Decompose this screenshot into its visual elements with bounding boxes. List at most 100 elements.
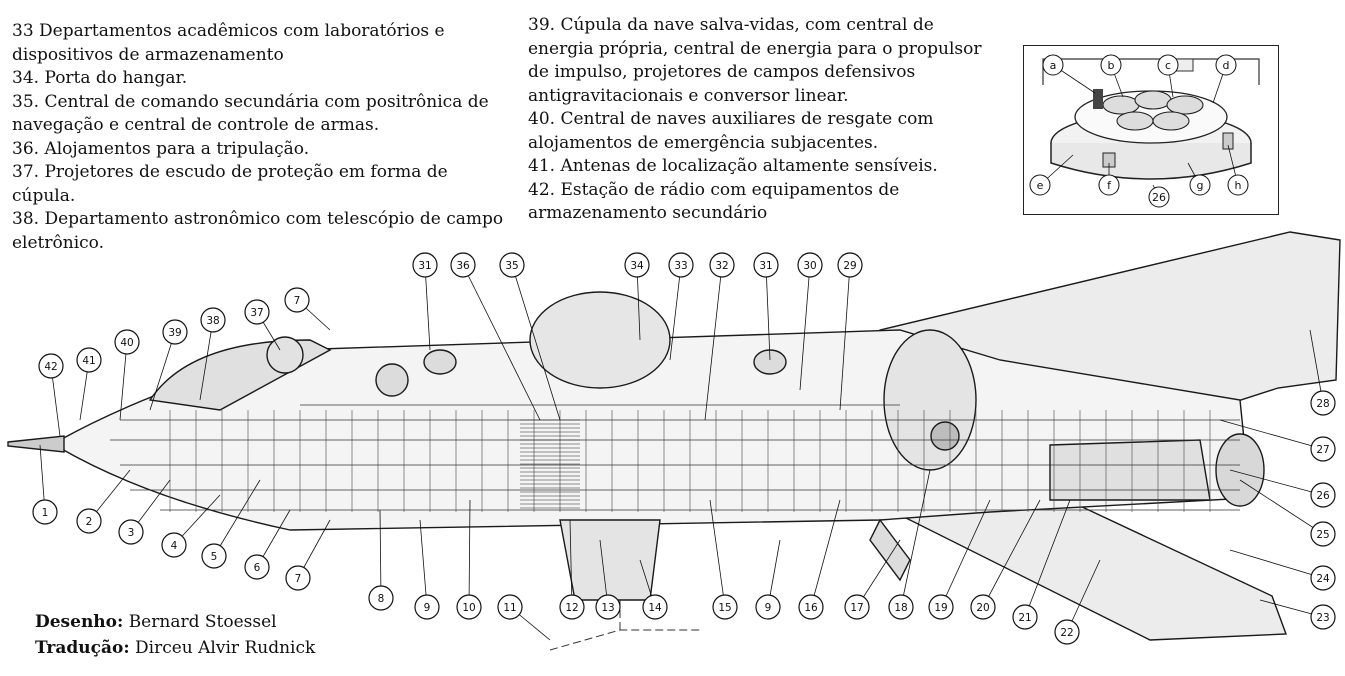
callout-27: 27 bbox=[1219, 419, 1336, 462]
callout-number: 42 bbox=[44, 361, 57, 373]
callout-1: 1 bbox=[32, 444, 58, 525]
callout-circle bbox=[32, 499, 58, 525]
callout-circle bbox=[118, 519, 144, 545]
callout-circle bbox=[797, 252, 823, 278]
callout-21: 21 bbox=[1012, 499, 1071, 630]
callout-leader-line bbox=[639, 559, 656, 608]
callout-42: 42 bbox=[38, 353, 64, 437]
inset-callout-circle bbox=[1148, 186, 1170, 208]
callout-circle bbox=[1310, 390, 1336, 416]
callout-leader-line bbox=[799, 264, 811, 391]
callout-leader-line bbox=[297, 519, 331, 579]
callout-10: 10 bbox=[456, 499, 482, 620]
callout-26: 26 bbox=[1229, 469, 1336, 508]
callout-number: 1 bbox=[42, 507, 49, 519]
callout-16: 16 bbox=[798, 499, 841, 620]
inset-callout-g: g bbox=[1187, 162, 1211, 196]
callout-leader-line bbox=[709, 499, 726, 608]
callout-number: 8 bbox=[378, 593, 385, 605]
callout-leader-line bbox=[88, 469, 131, 522]
callout-leader-line bbox=[199, 319, 214, 401]
inset-callout-26: 26 bbox=[1148, 184, 1170, 208]
callout-circle bbox=[284, 287, 310, 313]
callout-number: 7 bbox=[294, 295, 301, 307]
callout-leader-line bbox=[462, 264, 541, 421]
credit-drawing-label: Desenho: bbox=[35, 612, 124, 632]
callout-15: 15 bbox=[709, 499, 738, 620]
callout-circle bbox=[709, 252, 735, 278]
callout-circle bbox=[970, 594, 996, 620]
legend-right-column: 39. Cúpula da nave salva-vidas, com cent… bbox=[528, 14, 998, 226]
callout-13: 13 bbox=[595, 539, 621, 620]
inset-callout-letter: e bbox=[1037, 179, 1044, 192]
inset-callout-h: h bbox=[1227, 144, 1249, 196]
callout-31: 31 bbox=[412, 252, 438, 351]
inset-callout-e: e bbox=[1029, 154, 1074, 196]
callout-circle bbox=[162, 319, 188, 345]
inset-callout-letter: h bbox=[1235, 179, 1242, 192]
callout-8: 8 bbox=[368, 509, 394, 611]
callout-number: 33 bbox=[674, 260, 687, 272]
callout-41: 41 bbox=[76, 347, 102, 421]
callout-number: 15 bbox=[718, 602, 731, 614]
callout-circle bbox=[161, 532, 187, 558]
legend-item-35: 35. Central de comando secundária com po… bbox=[12, 91, 489, 136]
callout-leader-line bbox=[256, 509, 291, 568]
inset-callout-letter: g bbox=[1197, 179, 1204, 192]
callout-number: 21 bbox=[1018, 612, 1031, 624]
callout-leader-line bbox=[511, 264, 561, 421]
callout-number: 4 bbox=[171, 540, 178, 552]
callout-25: 25 bbox=[1239, 479, 1336, 547]
callout-circle bbox=[114, 329, 140, 355]
callout-24: 24 bbox=[1229, 549, 1336, 591]
callout-20: 20 bbox=[970, 499, 1041, 620]
callout-leader-line bbox=[79, 359, 90, 421]
callout-number: 41 bbox=[82, 355, 95, 367]
callout-9: 9 bbox=[414, 519, 440, 620]
inset-callout-circle bbox=[1100, 54, 1122, 76]
callout-leader-line bbox=[810, 499, 841, 608]
callout-circle bbox=[499, 252, 525, 278]
callout-leader-line bbox=[1259, 599, 1324, 618]
callout-circle bbox=[712, 594, 738, 620]
callout-circle bbox=[798, 594, 824, 620]
callout-28: 28 bbox=[1309, 329, 1336, 416]
callout-number: 34 bbox=[630, 260, 644, 272]
callout-number: 28 bbox=[1316, 398, 1329, 410]
callout-17: 17 bbox=[844, 539, 901, 620]
callout-14: 14 bbox=[639, 559, 668, 620]
callout-leader-line bbox=[296, 299, 331, 331]
callout-circle bbox=[450, 252, 476, 278]
callout-leader-line bbox=[419, 519, 428, 608]
callout-leader-line bbox=[468, 499, 471, 608]
callout-circle bbox=[755, 594, 781, 620]
callout-circle bbox=[642, 594, 668, 620]
callout-circle bbox=[285, 565, 311, 591]
callout-leader-line bbox=[982, 499, 1041, 608]
callout-number: 9 bbox=[424, 602, 431, 614]
callout-35: 35 bbox=[499, 252, 561, 421]
callout-circle bbox=[1310, 482, 1336, 508]
callout-number: 13 bbox=[601, 602, 614, 614]
callout-circle bbox=[844, 594, 870, 620]
credit-translation-label: Tradução: bbox=[35, 638, 130, 658]
inset-callout-letter: f bbox=[1107, 179, 1112, 192]
callout-leader-line bbox=[599, 539, 609, 608]
callout-number: 39 bbox=[168, 327, 181, 339]
callout-leader-line bbox=[900, 469, 931, 608]
inset-callout-circle bbox=[1227, 174, 1249, 196]
callout-leader-line bbox=[50, 365, 61, 437]
callout-36: 36 bbox=[450, 252, 541, 421]
callout-number: 31 bbox=[759, 260, 772, 272]
callout-circle bbox=[244, 299, 270, 325]
callout-circle bbox=[1054, 619, 1080, 645]
inset-callout-f: f bbox=[1098, 163, 1120, 196]
callout-circle bbox=[1310, 604, 1336, 630]
callout-circle bbox=[559, 594, 585, 620]
callout-18: 18 bbox=[888, 469, 931, 620]
credit-drawing: Desenho: Bernard Stoessel bbox=[35, 609, 315, 635]
callout-number: 14 bbox=[648, 602, 662, 614]
callout-leader-line bbox=[379, 509, 382, 599]
callout-number: 11 bbox=[503, 602, 516, 614]
